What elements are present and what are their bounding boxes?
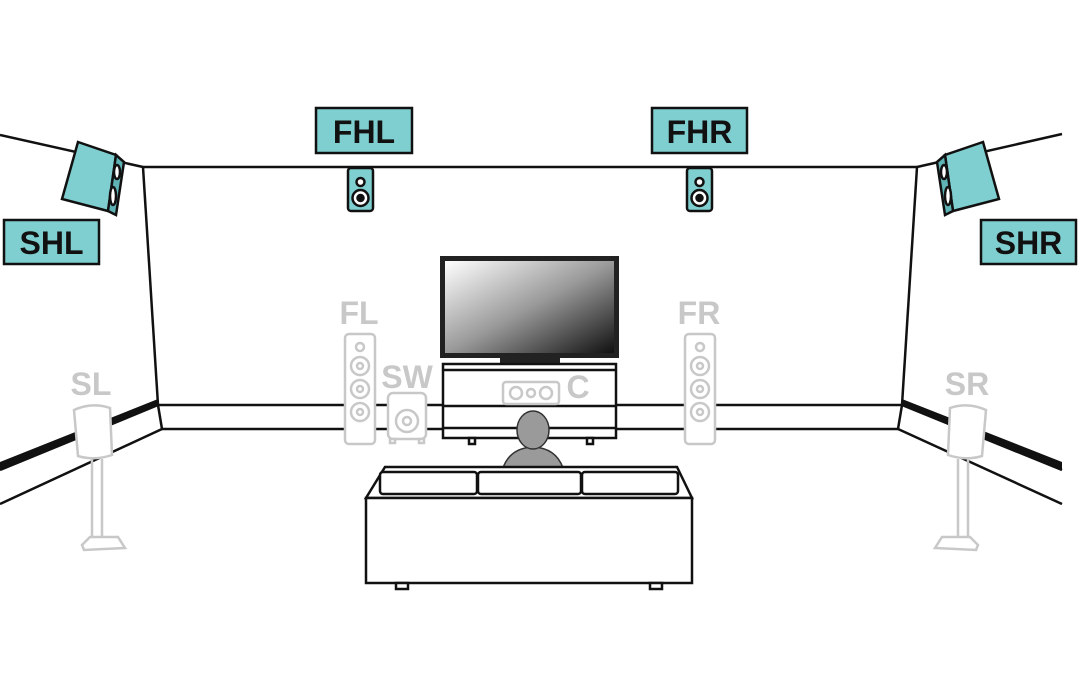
sofa	[363, 465, 694, 591]
surround-height-right-speaker	[935, 140, 1001, 217]
label-fl: FL	[339, 295, 378, 331]
label-fhl: FHL	[314, 106, 414, 155]
surround-height-left-speaker	[60, 140, 126, 217]
front-height-left-speaker	[346, 166, 375, 213]
surround-right-speaker	[932, 404, 988, 552]
subwoofer	[386, 391, 428, 445]
tv	[440, 256, 619, 364]
surround-left-speaker	[72, 404, 128, 552]
front-left-speaker	[343, 332, 377, 446]
front-right-speaker	[683, 332, 717, 446]
label-shl: SHL	[2, 218, 101, 266]
label-fhr: FHR	[650, 106, 749, 155]
label-sr: SR	[945, 366, 989, 402]
label-fhr-text: FHR	[667, 114, 733, 150]
center-speaker	[501, 380, 561, 406]
label-shr-text: SHR	[995, 225, 1063, 261]
label-shr: SHR	[979, 218, 1078, 266]
front-height-right-speaker	[685, 166, 714, 213]
label-c: C	[566, 369, 589, 405]
label-sw: SW	[381, 359, 433, 395]
label-sl: SL	[71, 366, 112, 402]
label-fhl-text: FHL	[333, 114, 395, 150]
label-fr: FR	[678, 295, 721, 331]
label-shl-text: SHL	[20, 225, 84, 261]
listener	[501, 410, 565, 469]
